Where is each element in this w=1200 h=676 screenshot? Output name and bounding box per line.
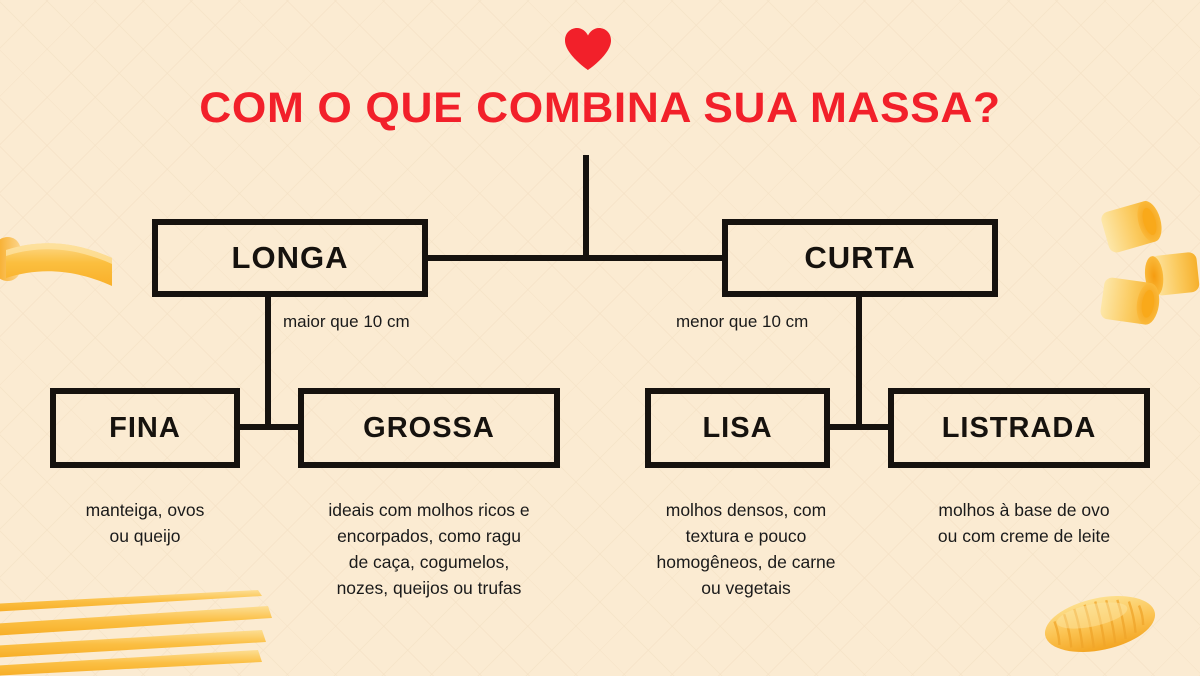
connector-curta-stem	[856, 296, 862, 426]
node-grossa[interactable]: GROSSA	[298, 388, 560, 468]
connector-tier1-horizontal	[425, 255, 725, 261]
caption-longa: maior que 10 cm	[283, 312, 410, 331]
cavatelli-ridged-pasta	[1044, 596, 1156, 652]
node-lisa[interactable]: LISA	[645, 388, 830, 468]
connector-longa-children-horizontal	[234, 424, 304, 430]
node-longa-label: LONGA	[231, 240, 349, 275]
node-fina[interactable]: FINA	[50, 388, 240, 468]
connector-longa-stem	[265, 296, 271, 426]
connector-curta-children-horizontal	[824, 424, 894, 430]
node-listrada-label: LISTRADA	[941, 411, 1097, 444]
node-fina-label: FINA	[109, 411, 181, 444]
node-curta-label: CURTA	[804, 240, 916, 275]
spaghetti-strands-pasta	[0, 590, 272, 676]
page-title: COM O QUE COMBINA SUA MASSA?	[199, 84, 1001, 132]
node-lisa-label: LISA	[702, 411, 773, 444]
rigatoni-tubes-pasta	[1100, 201, 1200, 325]
heart-icon	[565, 28, 611, 70]
heart-icon-wrapper	[563, 26, 613, 72]
node-grossa-label: GROSSA	[363, 411, 495, 444]
connector-root-stem	[583, 155, 589, 260]
caption-curta: menor que 10 cm	[676, 312, 809, 331]
node-listrada[interactable]: LISTRADA	[888, 388, 1150, 468]
node-curta[interactable]: CURTA	[722, 219, 998, 297]
pappardelle-ribbon-pasta	[0, 237, 112, 286]
node-longa[interactable]: LONGA	[152, 219, 428, 297]
